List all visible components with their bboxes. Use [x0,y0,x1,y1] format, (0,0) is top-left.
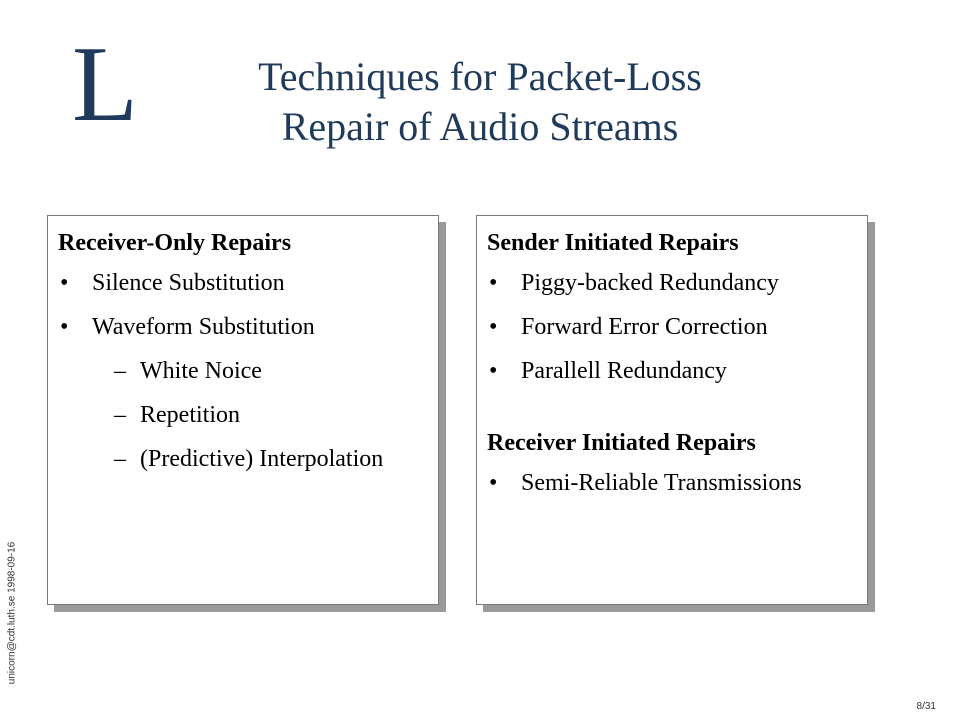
list-item: • Forward Error Correction [487,312,857,342]
receiver-only-repairs-panel: Receiver-Only Repairs • Silence Substitu… [47,215,439,605]
sender-receiver-initiated-repairs-panel: Sender Initiated Repairs • Piggy-backed … [476,215,868,605]
panel-heading: Receiver Initiated Repairs [487,430,756,456]
panel-heading: Receiver-Only Repairs [58,230,292,256]
list-item-text: Parallell Redundancy [521,358,727,384]
sub-list-item-text: (Predictive) Interpolation [140,446,384,472]
bullet-icon: • [60,270,69,296]
spacer [487,400,857,428]
list-item: • Piggy-backed Redundancy [487,268,857,298]
sub-list-item-text: White Noice [140,358,262,384]
list-item: • Silence Substitution [58,268,428,298]
slide-title: Techniques for Packet-Loss Repair of Aud… [160,52,800,152]
list-item-text: Piggy-backed Redundancy [521,270,779,296]
dash-icon: – [114,402,126,428]
logo-l-icon: L [72,25,138,140]
dash-icon: – [114,358,126,384]
sub-list-item: – (Predictive) Interpolation [58,444,428,474]
sub-list-item: – White Noice [58,356,428,386]
side-footer-text: unicorn@cdt.luth.se 1998-09-16 [6,541,18,684]
list-item-text: Semi-Reliable Transmissions [521,470,802,496]
panel-heading: Sender Initiated Repairs [487,230,739,256]
bullet-icon: • [489,314,498,340]
list-item: • Semi-Reliable Transmissions [487,468,857,498]
list-item-text: Silence Substitution [92,270,285,296]
bullet-icon: • [489,470,498,496]
bullet-icon: • [60,314,69,340]
slide-title-line-2: Repair of Audio Streams [281,104,679,149]
list-item: • Waveform Substitution [58,312,428,342]
slide-title-line-1: Techniques for Packet-Loss [258,54,702,99]
page-number: 8/31 [916,701,936,712]
sub-list-item: – Repetition [58,400,428,430]
list-item-text: Forward Error Correction [521,314,768,340]
list-item: • Parallell Redundancy [487,356,857,386]
dash-icon: – [114,446,126,472]
bullet-icon: • [489,270,498,296]
sub-list-item-text: Repetition [140,402,240,428]
logo-letter: L [72,25,138,140]
side-footer: unicorn@cdt.luth.se 1998-09-16 [2,515,22,710]
bullet-icon: • [489,358,498,384]
list-item-text: Waveform Substitution [92,314,315,340]
